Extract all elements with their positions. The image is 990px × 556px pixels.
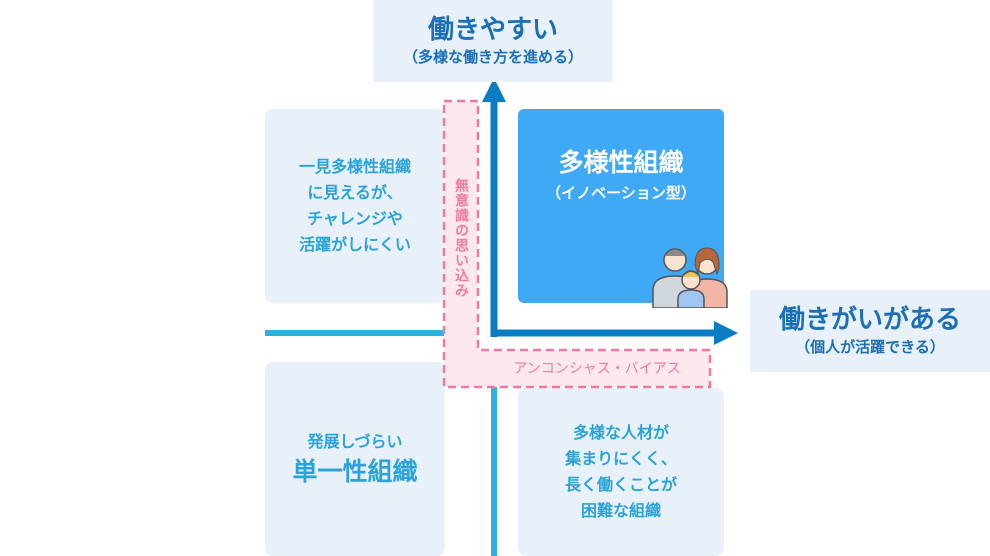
- horizontal-axis-subtitle: （個人が活躍できる）: [795, 338, 945, 356]
- quadrant-top-left: 一見多様性組織 に見えるが、 チャレンジや 活躍がしにくい: [265, 109, 445, 303]
- quadrant-text: 困難な組織: [580, 501, 661, 520]
- horizontal-axis-label: 働きがいがある （個人が活躍できる）: [750, 290, 990, 372]
- quadrant-text: チャレンジや: [307, 209, 403, 228]
- vertical-axis-title: 働きやすい: [427, 15, 558, 45]
- barrier-vertical-label: 無意識の思い込み: [453, 178, 469, 298]
- family-icon: [652, 247, 728, 308]
- quadrant-title: 多様性組織: [558, 148, 684, 177]
- vertical-axis-label: 働きやすい （多様な働き方を進める）: [373, 0, 613, 82]
- quadrant-title: 単一性組織: [292, 457, 418, 486]
- barrier-horizontal-label: アンコンシャス・バイアス: [513, 361, 681, 377]
- quadrant-text: 活躍がしにくい: [299, 235, 411, 254]
- vertical-axis-subtitle: （多様な働き方を進める）: [402, 48, 583, 66]
- quadrant-text: 多様な人材が: [572, 423, 669, 442]
- quadrant-bottom-right: 多様な人材が 集まりにくく、 長く働くことが 困難な組織: [518, 388, 724, 556]
- quadrant-text: 一見多様性組織: [298, 157, 411, 176]
- barrier-vertical-bg: [444, 101, 478, 387]
- quadrant-text: 長く働くことが: [564, 475, 677, 494]
- quadrant-bottom-left: 発展しづらい 単一性組織: [265, 362, 445, 556]
- quadrant-subtitle: （イノベーション型）: [546, 184, 696, 202]
- barrier-horizontal-bg: [444, 350, 710, 387]
- axis-vertical-arrowhead: [482, 78, 506, 102]
- barrier-outline: [442, 99, 712, 389]
- axis-horizontal-arrowhead: [714, 321, 738, 345]
- quadrant-text: 発展しづらい: [307, 432, 403, 451]
- quadrant-text: 集まりにくく、: [565, 449, 677, 468]
- horizontal-axis-title: 働きがいがある: [778, 305, 961, 335]
- quadrant-text: に見えるが、: [307, 183, 403, 202]
